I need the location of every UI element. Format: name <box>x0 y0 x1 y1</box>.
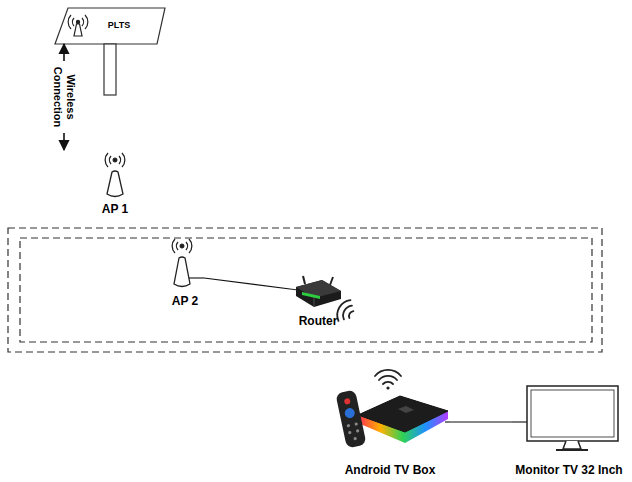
monitor-icon <box>527 386 618 450</box>
cable <box>189 277 204 278</box>
access-point-node: AP 2 <box>166 238 204 310</box>
wifi-symbol <box>375 370 401 390</box>
solar-panel-box: PLTS <box>52 6 168 44</box>
node-label: Router <box>299 314 338 328</box>
node-label: PLTS <box>108 18 130 32</box>
inner-zone <box>20 238 592 342</box>
access-point-icon <box>172 239 192 287</box>
node-label: Monitor TV 32 Inch <box>515 463 622 477</box>
tv-box-icon <box>335 390 448 449</box>
router-icon <box>296 276 341 307</box>
cable-line <box>450 421 512 422</box>
tv-box-node: Android TV Box <box>330 368 450 479</box>
node-label: AP 2 <box>172 294 198 308</box>
outer-zone <box>8 228 602 352</box>
cable-line <box>204 278 290 289</box>
edge-label: Wireless Connection <box>50 61 78 133</box>
node-label: AP 1 <box>102 202 128 216</box>
monitor-node: Monitor TV 32 Inch <box>512 378 626 479</box>
node-label: Android TV Box <box>345 463 436 477</box>
access-point-node: AP 1 <box>58 150 172 218</box>
cable <box>445 421 450 422</box>
router-node: Router <box>290 276 346 330</box>
access-point-icon <box>105 153 125 197</box>
cable <box>512 421 527 422</box>
